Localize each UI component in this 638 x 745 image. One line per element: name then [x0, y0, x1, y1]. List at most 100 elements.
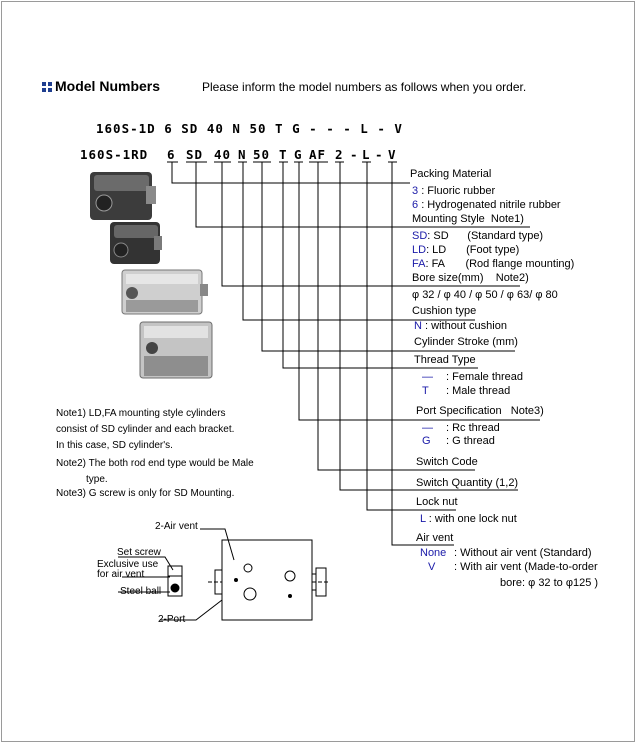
thread-item-female: — : Female thread: [422, 371, 523, 383]
port-code: G: [422, 435, 431, 447]
air-vent-text: : With air vent (Made-to-order: [454, 561, 598, 573]
air-vent-code: None: [420, 547, 447, 559]
mounting-code: LD: [412, 244, 427, 256]
lock-nut-text: : with one lock nut: [428, 513, 517, 525]
packing-heading: Packing Material: [410, 168, 492, 180]
model-code-example-2: 160S-1RD: [80, 147, 148, 162]
cushion-item: N : without cushion: [414, 320, 507, 332]
mounting-item-ld: LD: LD (Foot type): [412, 244, 519, 256]
label-exclusive-use: Exclusive use: [97, 559, 159, 570]
thread-item-male: T : Male thread: [422, 385, 510, 397]
stroke-heading: Cylinder Stroke (mm): [414, 336, 518, 348]
thread-code: —: [422, 371, 433, 383]
mounting-heading-text: Mounting Style: [412, 213, 485, 225]
model-code-example-1: 160S-1D 6 SD 40 N 50 T G - - - L - V: [96, 121, 403, 136]
mounting-item-fa: FA: FA (Rod flange mounting): [412, 258, 574, 270]
thread-text: : Male thread: [446, 385, 511, 397]
label-set-screw: Set screw: [117, 547, 161, 558]
thread-heading: Thread Type: [414, 354, 476, 366]
code-part-switch-code: AF: [309, 147, 327, 162]
note-2-line-1: Note2) The both rod end type would be Ma…: [56, 458, 254, 469]
mounting-desc: (Rod flange mounting): [465, 258, 575, 270]
air-vent-bore-note: bore: φ 32 to φ125 ): [500, 577, 599, 589]
label-air-vent: 2-Air vent: [155, 521, 198, 532]
code-part-dash-1: -: [350, 147, 359, 162]
note-3: Note3) G screw is only for SD Mounting.: [56, 488, 235, 499]
port-heading-text: Port Specification: [416, 405, 502, 417]
cushion-text: : without cushion: [425, 320, 507, 332]
cylinder-photo-1: [90, 172, 156, 220]
bore-values: φ 32 / φ 40 / φ 50 / φ 63/ φ 80: [412, 289, 558, 301]
packing-code: 3: [412, 185, 419, 197]
cushion-code: N: [414, 320, 422, 332]
packing-item-6: 6 : Hydrogenated nitrile rubber: [412, 199, 561, 211]
order-instruction: Please inform the model numbers as follo…: [202, 80, 527, 94]
port-note-ref: Note3): [510, 405, 544, 417]
port-text: : Rc thread: [446, 422, 500, 434]
cushion-heading: Cushion type: [412, 305, 477, 317]
port-code: —: [422, 422, 433, 434]
mounting-code: FA: [412, 258, 426, 270]
note-1-line-2: consist of SD cylinder and each bracket.: [56, 424, 235, 435]
air-vent-text: : Without air vent (Standard): [454, 547, 592, 559]
air-vent-code: V: [428, 561, 436, 573]
switch-qty-heading: Switch Quantity (1,2): [416, 477, 519, 489]
air-vent-heading: Air vent: [416, 532, 454, 544]
mounting-desc: (Foot type): [466, 244, 520, 256]
cylinder-photo-3: [121, 269, 208, 315]
bore-note-ref: Note2): [495, 272, 529, 284]
switch-code-heading: Switch Code: [416, 456, 478, 468]
note-1-line-1: Note1) LD,FA mounting style cylinders: [56, 408, 226, 419]
packing-code: 6: [412, 199, 419, 211]
mounting-heading: Mounting Style Note1): [412, 213, 524, 225]
page-title: Model Numbers: [55, 78, 161, 94]
code-part-mounting: SD: [186, 147, 204, 162]
code-part-thread: T: [279, 147, 288, 162]
label-for-air-vent: for air vent: [97, 569, 145, 580]
packing-item-3: 3 : Fluoric rubber: [412, 185, 495, 197]
code-part-packing: 6: [167, 147, 176, 162]
note-2-line-2: type.: [86, 474, 108, 485]
section-header: Model Numbers: [42, 78, 160, 94]
cylinder-photo-4: [139, 321, 213, 379]
port-item-rc: — : Rc thread: [422, 422, 500, 434]
code-part-cushion: N: [238, 147, 247, 162]
mounting-note-ref: Note1): [490, 213, 524, 225]
packing-text: : Hydrogenated nitrile rubber: [421, 199, 561, 211]
thread-code: T: [422, 385, 429, 397]
lock-nut-item: L : with one lock nut: [420, 513, 517, 525]
code-part-bore: 40: [214, 147, 232, 162]
mounting-sep: : LD: [426, 244, 447, 256]
mounting-sep: : SD: [427, 230, 449, 242]
thread-text: : Female thread: [446, 371, 524, 383]
mounting-code: SD: [412, 230, 428, 242]
model-code-prefix: 160S-1RD: [80, 147, 149, 162]
air-vent-item-v: V : With air vent (Made-to-order: [428, 561, 598, 573]
code-part-port: G: [294, 147, 303, 162]
label-port: 2-Port: [158, 614, 186, 625]
code-part-lock-nut: L: [362, 147, 371, 162]
mounting-desc: (Standard type): [467, 230, 544, 242]
port-heading: Port Specification Note3): [416, 405, 544, 417]
note-1-line-3: In this case, SD cylinder's.: [56, 440, 173, 451]
grid-bullet-icon: [42, 82, 52, 92]
port-text: : G thread: [446, 435, 495, 447]
mounting-sep: : FA: [425, 258, 446, 270]
code-part-air-vent: V: [388, 147, 397, 162]
bore-heading: Bore size(mm) Note2): [412, 272, 529, 284]
packing-text: : Fluoric rubber: [421, 185, 496, 197]
code-part-stroke: 50: [253, 147, 271, 162]
code-part-dash-2: -: [375, 147, 384, 162]
mounting-item-sd: SD: SD (Standard type): [412, 230, 543, 242]
lock-nut-heading: Lock nut: [416, 496, 458, 508]
lock-nut-code: L: [420, 513, 426, 525]
air-vent-item-none: None : Without air vent (Standard): [420, 547, 592, 559]
port-item-g: G : G thread: [422, 435, 495, 447]
code-part-switch-qty: 2: [335, 147, 344, 162]
cylinder-photo-2: [110, 222, 162, 264]
bore-heading-text: Bore size(mm): [412, 272, 484, 284]
